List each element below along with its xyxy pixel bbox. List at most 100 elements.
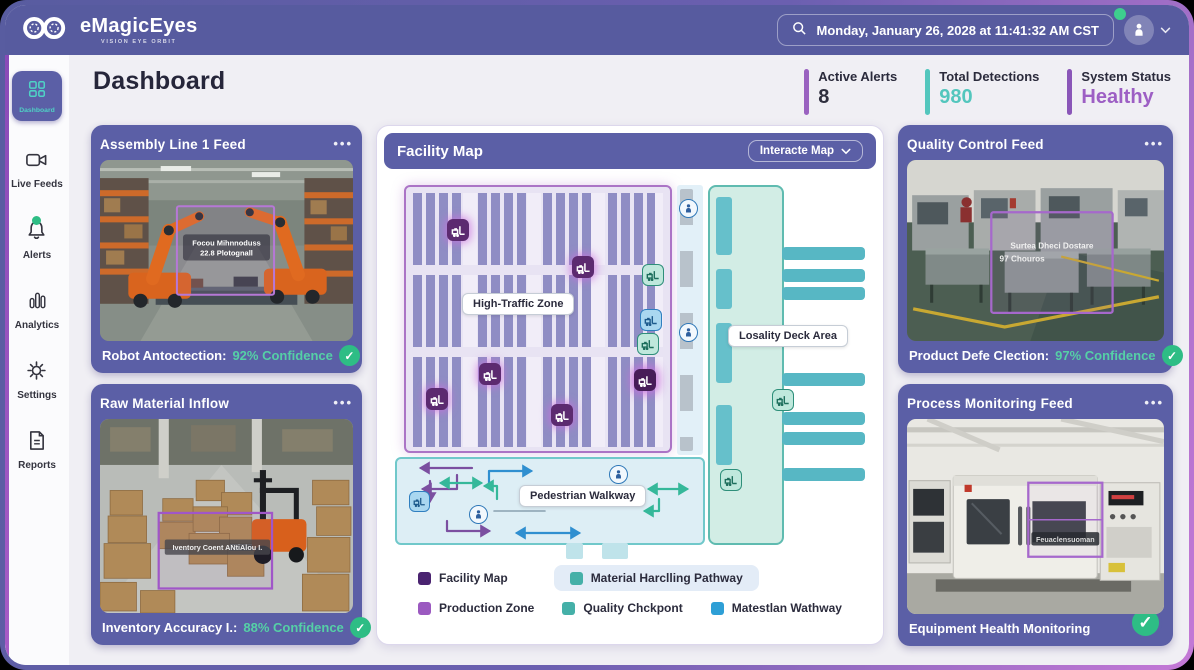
stat-accent-bar (804, 69, 810, 115)
stat-system-status: System Status Healthy (1067, 69, 1171, 115)
quality-checkpoint-marker[interactable] (642, 264, 664, 286)
forklift-marker[interactable] (551, 404, 573, 426)
topbar: eMagicEyes VISION EYE ORBIT Monday, Janu… (5, 5, 1189, 55)
stat-value: Healthy (1081, 86, 1154, 108)
sidebar-label: Reports (18, 460, 56, 471)
facility-map-canvas[interactable]: High-Traffic Zone (390, 177, 870, 561)
detection-label: Iventory Coent ANtiAlou I. (173, 543, 263, 552)
dock-bay (716, 405, 732, 465)
avatar[interactable] (1124, 15, 1154, 45)
dock-finger (782, 432, 865, 445)
user-menu[interactable] (1114, 8, 1171, 45)
stat-value: 980 (939, 86, 973, 108)
forklift-marker[interactable] (634, 369, 656, 391)
dock-finger (782, 468, 865, 481)
legend-label: Material Harclling Pathway (590, 571, 743, 585)
walkway-path-arrows (418, 461, 690, 540)
detection-caption: Robot Antoctection: (102, 348, 227, 363)
pedestrian-walkway-zone[interactable]: Pedestrian Walkway (395, 457, 705, 545)
forklift-marker[interactable] (447, 219, 469, 241)
pedestrian-marker[interactable] (640, 309, 662, 331)
card-menu-button[interactable]: ••• (333, 395, 353, 410)
map-legend: Facility Map Material Harclling Pathway (390, 561, 870, 623)
brand-name: eMagicEyes (80, 15, 198, 37)
feed-card-quality-control: Quality Control Feed ••• (898, 125, 1183, 373)
gear-icon (26, 360, 47, 386)
dock-finger (782, 247, 865, 260)
pedestrian-marker[interactable] (679, 199, 698, 218)
feed-title: Quality Control Feed (907, 136, 1044, 152)
sidebar-item-analytics[interactable]: Analytics (15, 290, 59, 331)
sidebar-label: Alerts (22, 250, 52, 261)
card-menu-button[interactable]: ••• (1144, 395, 1164, 410)
chevron-down-icon[interactable] (1160, 21, 1171, 39)
sidebar-label: Dashboard (19, 106, 55, 114)
dock-finger (782, 269, 865, 282)
assembly-line-video-frame[interactable]: Focou Mihnnoduss 22.8 Plotognall (100, 160, 353, 341)
pathway-stub (566, 543, 583, 559)
online-status-dot (1114, 8, 1126, 20)
card-menu-button[interactable]: ••• (333, 136, 353, 151)
sidebar: Dashboard Live Feeds (5, 55, 69, 665)
detection-label-line2: 22.8 Plotognall (200, 249, 253, 258)
stat-accent-bar (1067, 69, 1073, 115)
dashboard-grid-icon (27, 79, 47, 104)
detection-label-line2: 97 Chouros (1000, 255, 1046, 264)
quality-checkpoint-marker[interactable] (772, 389, 794, 411)
legend-swatch (569, 571, 583, 585)
stat-label: Total Detections (939, 69, 1040, 84)
dock-bay (716, 269, 732, 309)
production-zone[interactable] (404, 185, 672, 453)
datetime-display[interactable]: Monday, January 26, 2028 at 11:41:32 AM … (777, 14, 1114, 46)
forklift-marker[interactable] (572, 256, 594, 278)
dock-finger (782, 373, 865, 386)
loading-dock-label: Losality Deck Area (728, 325, 849, 347)
detection-label: Feuaclensuoman (1036, 535, 1095, 544)
legend-swatch (418, 571, 431, 585)
sidebar-item-dashboard[interactable]: Dashboard (12, 71, 62, 121)
interactive-map-button-label: Interacte Map (759, 145, 834, 157)
feed-card-assembly-line: Assembly Line 1 Feed ••• (91, 125, 362, 373)
loading-dock-zone[interactable] (708, 185, 784, 545)
sidebar-item-alerts[interactable]: Alerts (22, 216, 52, 261)
facility-map-card: Facility Map Interacte Map (376, 125, 884, 645)
rack-band (413, 357, 663, 447)
card-menu-button[interactable]: ••• (1144, 136, 1164, 151)
forklift-marker[interactable] (426, 388, 448, 410)
sidebar-item-reports[interactable]: Reports (18, 430, 56, 471)
pedestrian-marker[interactable] (679, 323, 698, 342)
stat-accent-bar (925, 69, 931, 115)
sidebar-item-live-feeds[interactable]: Live Feeds (11, 150, 63, 190)
page-header: Dashboard Active Alerts 8 Total Detectio… (91, 61, 1173, 125)
quality-checkpoint-marker[interactable] (637, 333, 659, 355)
confidence-value: 92% Confidence (232, 348, 333, 363)
sidebar-item-settings[interactable]: Settings (17, 360, 57, 401)
document-icon (27, 430, 46, 456)
quality-control-video-frame[interactable]: Surtea Dheci Dostare 97 Chouros (907, 160, 1164, 341)
confidence-value: 88% Confidence (243, 620, 344, 635)
raw-material-video-frame[interactable]: Iventory Coent ANtiAlou I. (100, 419, 353, 613)
bar-chart-icon (27, 290, 48, 316)
legend-swatch (562, 601, 576, 615)
camera-icon (25, 150, 48, 175)
legend-label: Production Zone (439, 601, 535, 615)
legend-label: Facility Map (439, 571, 508, 585)
material-handling-corridor[interactable] (677, 185, 703, 455)
brand-tagline: VISION EYE ORBIT (101, 39, 177, 45)
map-title: Facility Map (397, 142, 483, 160)
dock-finger (782, 287, 865, 300)
legend-facility-map: Facility Map (418, 571, 508, 585)
sidebar-label: Analytics (14, 320, 60, 331)
pedestrian-marker[interactable] (469, 505, 488, 524)
quality-checkpoint-marker[interactable] (720, 469, 742, 491)
sidebar-label: Settings (17, 390, 57, 401)
interactive-map-button[interactable]: Interacte Map (747, 140, 863, 162)
forklift-marker[interactable] (479, 363, 501, 385)
pedestrian-marker[interactable] (409, 491, 430, 512)
pedestrian-marker[interactable] (609, 465, 628, 484)
dock-finger (782, 412, 865, 425)
process-monitoring-video-frame[interactable]: Feuaclensuoman (907, 419, 1164, 615)
page-title: Dashboard (93, 67, 226, 95)
brand-logo: eMagicEyes VISION EYE ORBIT (19, 13, 198, 48)
check-circle-icon: ✓ (338, 345, 360, 366)
